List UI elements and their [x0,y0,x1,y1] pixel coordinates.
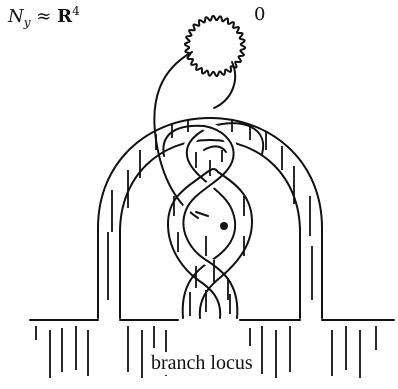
outer-arch-left-outer [97,117,323,319]
branch-point [220,222,228,230]
framing-label: 0 [254,4,266,25]
braid-top-loop [201,145,227,177]
braid-inner-right [167,175,222,319]
branch-arc [195,211,209,217]
branch-locus-label: branch locus [149,352,255,375]
braid-strand-b [162,124,239,319]
hatch-marks [35,120,377,378]
zero-framed-circle [183,14,247,78]
circle-right-strand [213,61,237,109]
space-label: Ny ≈ R4 [8,4,80,30]
